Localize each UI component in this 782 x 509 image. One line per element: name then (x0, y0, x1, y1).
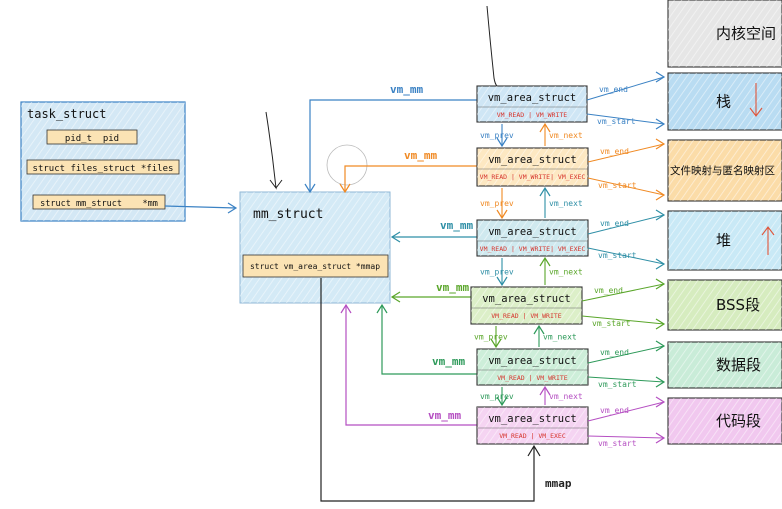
vma-title: vm_area_struct (488, 226, 577, 238)
segment-6: 代码段 (667, 397, 782, 445)
vm-next-label: vm_next (549, 199, 583, 208)
vm-end-pointer (586, 76, 665, 101)
vm-mm-label: vm_mm (428, 409, 461, 422)
vma-flags: VM_READ | VM_WRITE (497, 374, 568, 382)
task-struct-field-pid: pid_t pid (65, 134, 119, 144)
vma-title: vm_area_struct (488, 92, 577, 104)
vm-start-pointer (587, 376, 665, 383)
vma-link-0: vm_prev vm_next (480, 122, 583, 148)
stack-growth-arrow (749, 83, 763, 117)
vm-mm-label: vm_mm (390, 83, 423, 96)
segment-label: 堆 (716, 232, 731, 250)
segment-label: 代码段 (716, 412, 761, 430)
vm-end-label: vm_end (600, 348, 629, 357)
segment-2: 文件映射与匿名映射区 (667, 139, 782, 202)
segment-5: 数据段 (667, 341, 782, 389)
task-struct-title: task_struct (27, 107, 106, 121)
vm-next-label: vm_next (549, 131, 583, 140)
segment-1: 栈 (667, 72, 782, 131)
segment-label: 文件映射与匿名映射区 (670, 164, 775, 177)
segment-label: 栈 (716, 93, 731, 111)
vm-end-pointer (587, 214, 665, 235)
vm-mm-label: vm_mm (440, 219, 473, 232)
vm-start-label: vm_start (598, 439, 637, 448)
vm-start-label: vm_start (598, 181, 637, 190)
vm-mm-pointer (309, 99, 477, 192)
vm-end-label: vm_end (594, 286, 623, 295)
pointer-scribble-mm (265, 111, 283, 190)
segment-label: BSS段 (716, 296, 760, 314)
vm-start-label: vm_start (592, 319, 631, 328)
vm-end-pointer (581, 283, 665, 302)
mm-struct-field-mmap: struct vm_area_struct *mmap (250, 262, 380, 271)
vma-link-4: vm_prev vm_next (480, 385, 583, 407)
vm-start-label: vm_start (598, 380, 637, 389)
mm-pointer-arrow (164, 202, 238, 214)
vm-mm-pointer (344, 165, 477, 192)
vma-flags: VM_READ | VM_WRITE| VM_EXEC (480, 245, 586, 253)
vm-start-pointer (587, 177, 665, 196)
vma-link-2: vm_prev vm_next (480, 256, 583, 287)
task-struct-field-mm: struct mm_struct *mm (40, 199, 158, 209)
vm-mm-label: vm_mm (432, 355, 465, 368)
vm-start-pointer (587, 435, 665, 439)
vm-prev-label: vm_prev (474, 333, 508, 342)
mmap-label: mmap (545, 477, 572, 490)
vm-next-label: vm_next (549, 268, 583, 277)
vm-next-label: vm_next (549, 392, 583, 401)
pointer-scribble-top (486, 5, 503, 88)
vma-link-3: vm_prev vm_next (474, 324, 577, 349)
vm-end-label: vm_end (600, 219, 629, 228)
vma-flags: VM_READ | VM_WRITE| VM_EXEC (480, 173, 586, 181)
vma-title: vm_area_struct (488, 355, 577, 367)
vm-end-label: vm_end (600, 406, 629, 415)
vma-flags: VM_READ | VM_WRITE (497, 111, 568, 119)
vm-prev-label: vm_prev (480, 268, 514, 277)
vm-mm-pointer (381, 305, 477, 375)
vma-title: vm_area_struct (482, 293, 571, 305)
vm-end-pointer (587, 345, 665, 364)
vm-end-pointer (587, 401, 665, 422)
vm-start-label: vm_start (598, 251, 637, 260)
mm-struct-box: mm_struct struct vm_area_struct *mmap (239, 191, 391, 304)
vm-start-pointer (581, 315, 665, 325)
segment-label: 内核空间 (716, 25, 776, 43)
segment-label: 数据段 (716, 356, 761, 374)
vma-flags: VM_READ | VM_WRITE (491, 312, 562, 320)
vma-title: vm_area_struct (488, 413, 577, 425)
vm-next-label: vm_next (543, 333, 577, 342)
vm-mm-label: vm_mm (436, 281, 469, 294)
vm-end-label: vm_end (599, 85, 628, 94)
mm-struct-title: mm_struct (253, 207, 323, 222)
vm-start-pointer (587, 247, 665, 265)
task-struct-box: task_struct pid_t pid struct files_struc… (20, 101, 186, 222)
heap-growth-arrow (761, 226, 775, 255)
mmap-pointer-line (320, 278, 541, 502)
segment-0: 内核空间 (667, 0, 782, 68)
vm-prev-label: vm_prev (480, 392, 514, 401)
vma-title: vm_area_struct (488, 154, 577, 166)
segment-4: BSS段 (667, 279, 782, 331)
vm-mm-label: vm_mm (404, 149, 437, 162)
vma-flags: VM_READ | VM_EXEC (499, 432, 566, 440)
vma-link-1: vm_prev vm_next (480, 186, 583, 220)
vm-prev-label: vm_prev (480, 131, 514, 140)
vm-end-label: vm_end (600, 147, 629, 156)
vm-prev-label: vm_prev (480, 199, 514, 208)
segment-3: 堆 (667, 210, 782, 271)
cursor-circle (326, 144, 368, 186)
vm-start-label: vm_start (597, 117, 636, 126)
vm-start-pointer (586, 113, 665, 125)
task-struct-field-files: struct files_struct *files (33, 164, 174, 174)
vm-end-pointer (587, 143, 665, 163)
vm-mm-pointer (345, 305, 477, 426)
